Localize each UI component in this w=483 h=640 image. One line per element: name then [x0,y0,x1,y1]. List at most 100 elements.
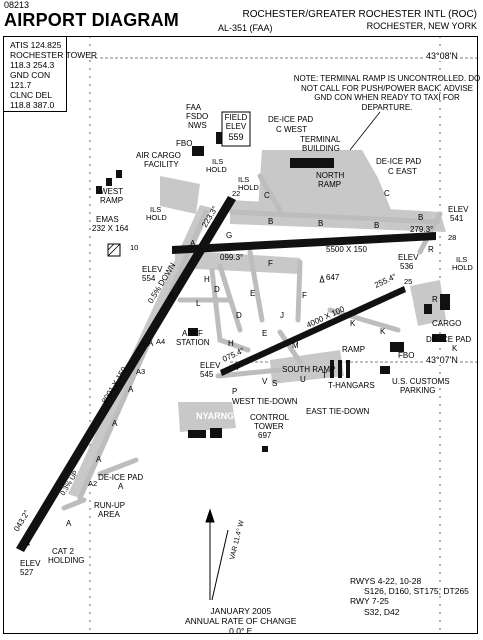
label-elev-541-word: ELEV [448,205,469,214]
label-hold-3: HOLD [146,213,167,222]
label-terminal-2: BUILDING [302,144,340,153]
twy-letter: A [168,291,174,300]
airport-city: ROCHESTER, NEW YORK [366,21,477,31]
twy-letter: T [322,371,327,380]
label-deice-k-2: K [452,344,458,353]
label-south-ramp: SOUTH RAMP [282,365,336,374]
label-fbo-mid: FBO [398,351,415,360]
twy-m [277,329,303,365]
building-hangar-1 [330,360,334,378]
field-elev-value: 559 [228,132,244,142]
building-deicek [432,334,446,342]
label-customs-2: PARKING [400,386,436,395]
twy-letter: H [204,275,210,284]
label-elev-536-word: ELEV [398,253,419,262]
twy-a [77,209,209,501]
twy-letter: D [214,285,220,294]
label-north-ramp-1: NORTH [316,171,345,180]
twy-ap [97,457,139,477]
twy-letter: A [128,385,134,394]
building-hangar-2 [338,360,342,378]
label-arff-2: STATION [176,338,210,347]
obstacle-marker [319,274,325,283]
field-elev-label-1: FIELD [224,113,248,122]
label-terminal-1: TERMINAL [300,135,341,144]
label-east-tiedown: EAST TIE-DOWN [306,407,370,416]
freq-tower: 118.3 254.3 [10,60,55,70]
building-faa [216,132,224,144]
hdg-255: 255.4° [373,272,398,290]
label-elev-541: 541 [450,214,464,223]
freq-clnc: 118.8 387.0 [10,100,55,110]
label-ils-1: ILS [212,157,224,166]
label-deice-c-west-2: C WEST [276,125,308,134]
lat-south-label: 43°07'N [424,355,460,366]
terminal-ramp-note: NOTE: TERMINAL RAMP IS UNCONTROLLED. DO … [293,74,481,112]
label-rwy-5500: 5500 X 150 [326,245,367,254]
twy-letter: B [374,221,380,230]
label-cat2-1: CAT 2 [52,547,74,556]
twy-letter: A [66,519,72,528]
twy-letter: B [318,219,324,228]
label-elev-527: 527 [20,568,34,577]
west-ramp-apron [160,176,200,214]
twy-letter: C [264,191,270,200]
building-air-cargo-3 [116,170,122,178]
twy-letter: F [302,291,307,300]
twy-letter: D [236,311,242,320]
label-cargo: CARGO [432,319,462,328]
twy-letter: E [262,329,268,338]
twy-letter: K [380,327,386,336]
cargo-east-apron [410,280,446,326]
label-west-ramp-1: WEST [100,187,124,196]
twy-h [209,267,251,353]
twy-letter: C [384,189,390,198]
nyarng-apron [178,402,236,432]
twy-c [257,173,283,213]
building-air-cargo-2 [106,178,112,186]
frequency-box: ATIS 124.825 ROCHESTER TOWER 118.3 254.3… [3,36,97,112]
taxiway-mid-area [175,250,300,274]
building-nyarng-2 [210,428,222,438]
field-elev-label-2: ELEV [225,122,247,131]
twy-letter: F [268,259,273,268]
label-deice-k-1: DE-ICE PAD [426,335,472,344]
var-annual-2: 0.0° E [229,626,253,637]
twy-letter: R [432,295,438,304]
twy-letter: E [250,289,256,298]
label-elev-527-word: ELEV [20,559,41,568]
building-hangar-3 [346,360,350,378]
runways [16,196,436,552]
airport-name: ROCHESTER/GREATER ROCHESTER INTL (ROC) [242,9,477,20]
label-deice-c-west-1: DE-ICE PAD [268,115,314,124]
twy-letter: A [190,239,196,248]
label-arff-1: ARFF [182,329,203,338]
runway-4-22 [16,196,236,552]
label-tower-2: TOWER [254,422,284,431]
emas-hatch-2 [107,243,115,251]
label-t-hangars: T-HANGARS [328,381,375,390]
twy-letter: H [228,339,234,348]
rwy-num-10: 10 [130,243,139,252]
chart-title: AIRPORT DIAGRAM [4,10,179,30]
rwy-num-4: 4 [26,539,31,548]
var-annual-1: ANNUAL RATE OF CHANGE [185,616,297,627]
building-arff [188,328,198,336]
rwy-num-25: 25 [404,277,413,286]
label-hold-4: HOLD [452,263,473,272]
field-elev-box [221,111,251,147]
label-elev-545-word: ELEV [200,361,221,370]
label-hdg-099: 099.3° [220,253,244,262]
label-faa: FAA [186,103,202,112]
twy-letter: J [280,311,284,320]
label-elev-554-word: ELEV [142,265,163,274]
twy-letter: S [272,379,278,388]
label-nws: NWS [188,121,207,130]
label-hold-1: HOLD [206,165,227,174]
label-hold-2: HOLD [238,183,259,192]
twy-letter: M [292,341,299,350]
runway-strength-block: RWYS 4-22, 10-28 S126, D160, ST175, DT26… [350,576,469,617]
label-west-tiedown: WEST TIE-DOWN [232,397,298,406]
label-elev-554: 554 [142,274,156,283]
label-deice-c-east-2: C EAST [388,167,417,176]
